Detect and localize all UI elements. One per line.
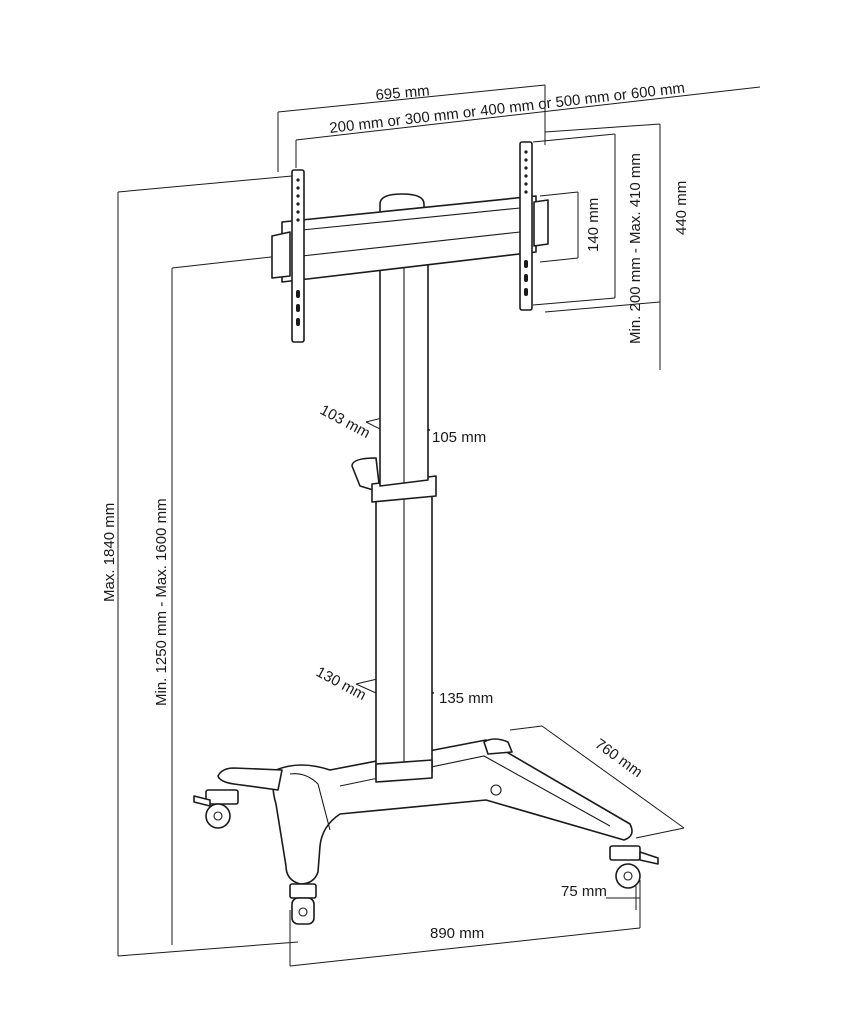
caster-rear-left	[193, 789, 239, 829]
caster-front	[289, 883, 317, 925]
label-vesa-vertical: Min. 200 mm - Max. 410 mm	[627, 153, 644, 344]
label-plate-height: 440 mm	[673, 181, 690, 235]
label-lower-column-width: 135 mm	[439, 690, 493, 707]
label-height-range: Min. 1250 mm - Max. 1600 mm	[153, 498, 170, 706]
label-upper-column-depth: 103 mm	[317, 402, 373, 442]
label-overall-width: 695 mm	[375, 82, 430, 104]
label-upper-column-width: 105 mm	[432, 429, 486, 446]
label-max-height: Max. 1840 mm	[101, 503, 118, 602]
dimension-lines	[117, 84, 761, 967]
label-caster-height: 75 mm	[561, 883, 607, 900]
label-base-width: 890 mm	[430, 925, 484, 942]
label-bracket-height: 140 mm	[585, 198, 602, 252]
label-lower-column-depth: 130 mm	[313, 664, 369, 704]
caster-right	[609, 845, 659, 889]
stand-illustration	[193, 141, 659, 925]
label-base-depth: 760 mm	[592, 735, 646, 781]
